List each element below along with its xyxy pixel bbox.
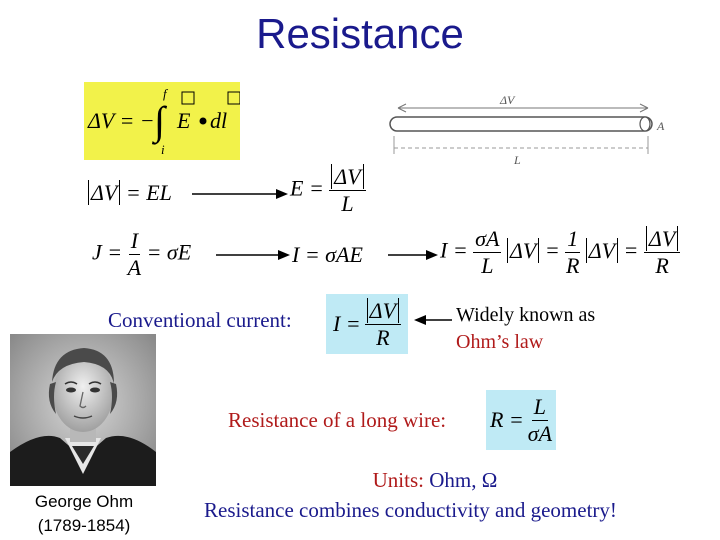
units-line: Units: Ohm, Ω — [0, 468, 720, 493]
wire-area-label: A — [656, 119, 665, 133]
current-equation: I = σAE — [292, 242, 363, 267]
potential-integral-equation: ΔV = − ∫ f i E dl — [84, 82, 241, 160]
conventional-current-label: Conventional current: — [108, 308, 292, 332]
svg-text:f: f — [163, 86, 169, 101]
summary-text: Resistance combines conductivity and geo… — [204, 498, 617, 522]
long-wire-label: Resistance of a long wire: — [228, 408, 447, 432]
svg-text:∫: ∫ — [151, 98, 168, 145]
slide-title: Resistance — [256, 10, 464, 57]
wire-length-label: L — [513, 153, 521, 167]
potential-integral-formula: ΔV = − ∫ f i E dl — [87, 86, 241, 157]
svg-text:dl: dl — [210, 108, 227, 133]
portrait-name: George Ohm — [34, 492, 134, 511]
units-prefix: Units: — [372, 468, 424, 492]
svg-text:ΔV = −: ΔV = − — [87, 108, 155, 133]
arrow-left-icon — [414, 315, 452, 325]
wire-voltage-label: ΔV — [499, 93, 516, 107]
portrait-caption: George Ohm (1789-1854) — [10, 490, 158, 538]
portrait-years: (1789-1854) — [37, 516, 131, 535]
arrow-right-icon — [388, 250, 438, 260]
svg-text:E: E — [176, 108, 191, 133]
svg-text:i: i — [161, 142, 165, 157]
ohms-law-note-line2: Ohm’s law — [456, 331, 544, 353]
arrow-right-icon — [192, 189, 288, 199]
units-value: Ohm, Ω — [429, 468, 498, 492]
portrait-image — [10, 334, 156, 486]
ohms-law-note: Widely known as Ohm’s law — [456, 302, 595, 356]
ohms-law-note-line1: Widely known as — [456, 304, 596, 326]
george-ohm-portrait — [10, 334, 156, 486]
wire-diagram: ΔV A L — [389, 93, 665, 167]
voltage-field-length-equation: ΔV = EL — [88, 180, 172, 206]
arrow-right-icon — [216, 250, 290, 260]
